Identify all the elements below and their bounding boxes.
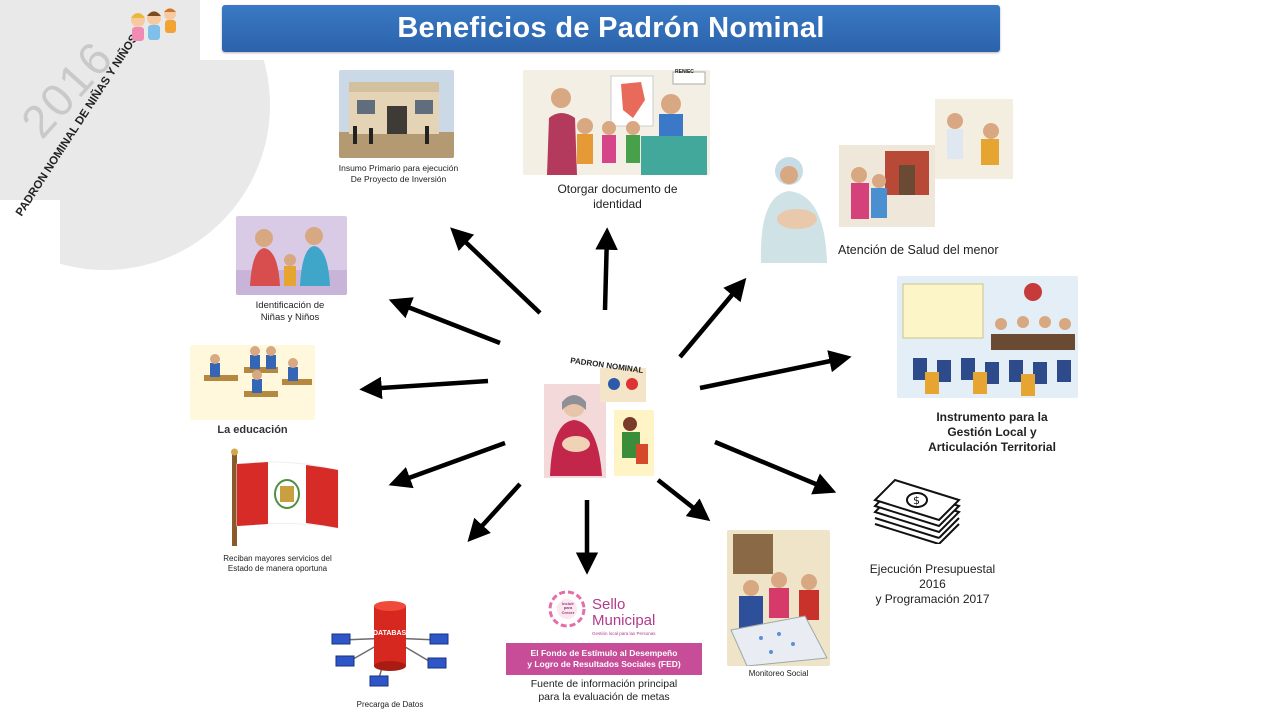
caption-instrumento: Instrumento para la Gestión Local y Arti… [928, 410, 1056, 454]
health-care-illustration-icon [760, 99, 1013, 263]
svg-text:$: $ [913, 494, 920, 507]
benefit-servicios: Reciban mayores servicios del Estado de … [210, 448, 345, 578]
benefit-fuente: Incluir para Crecer Sello Municipal Gest… [504, 588, 704, 713]
kids-logo-icon [131, 8, 176, 41]
identification-illustration-icon [236, 216, 347, 295]
arrow-instrumento [699, 350, 852, 391]
benefit-instrumento: Instrumento para la Gestión Local y Arti… [897, 276, 1079, 466]
hub-illustration-icon [544, 368, 654, 478]
sello-tagline: Gestión local para las Personas [592, 631, 656, 636]
benefit-monitoreo: Monitoreo Social [727, 530, 832, 685]
arrow-insumo [450, 227, 542, 315]
caption-ejecucion: Ejecución Presupuestal 2016 y Programaci… [869, 562, 996, 606]
arrow-salud [678, 277, 747, 359]
arrow-educacion [359, 376, 489, 400]
money-stack-icon: $ [873, 478, 961, 544]
arrow-monitoreo [656, 478, 711, 522]
arrow-identificacion [388, 297, 501, 346]
sello-brand-small: Incluir para Crecer [561, 601, 575, 615]
benefit-precarga: DATABASE Precarga de Datos [315, 598, 465, 713]
arrow-servicios [388, 440, 506, 489]
caption-servicios: Reciban mayores servicios del Estado de … [223, 554, 332, 573]
identity-document-illustration-icon [523, 70, 710, 175]
fed-banner: El Fondo de Estímulo al Desempeño y Logr… [506, 643, 702, 675]
caption-insumo: Insumo Primario para ejecución De Proyec… [338, 163, 459, 184]
incluir-para-crecer-logo-icon [548, 590, 586, 628]
database-icon [331, 601, 449, 687]
corner-mask-left [0, 200, 60, 360]
benefit-educacion: La educación [190, 345, 320, 440]
benefit-salud: Atención de Salud del menor [755, 95, 1030, 265]
caption-educacion: La educación [217, 424, 288, 436]
caption-precarga: Precarga de Datos [356, 700, 424, 709]
arrow-documento [595, 227, 618, 311]
title-banner: Beneficios de Padrón Nominal [222, 5, 1000, 52]
peru-flag-icon [231, 448, 339, 546]
benefit-identificacion: Identificación de Niñas y Niños [236, 216, 348, 331]
fed-banner-text: El Fondo de Estímulo al Desempeño y Logr… [527, 648, 681, 669]
local-management-illustration-icon [897, 276, 1078, 398]
benefit-ejecucion: $ Ejecución Presupuestal 2016 y Programa… [855, 472, 1015, 606]
caption-identificacion: Identificación de Niñas y Niños [255, 300, 325, 323]
caption-documento: Otorgar documento de identidad [557, 182, 678, 211]
caption-salud: Atención de Salud del menor [838, 243, 999, 257]
arrow-precarga [467, 482, 522, 543]
social-monitoring-illustration-icon [727, 530, 830, 666]
caption-monitoreo: Monitoreo Social [748, 669, 809, 678]
school-building-illustration-icon [339, 70, 454, 158]
benefit-documento: Otorgar documento de identidad RENIEC [520, 69, 710, 220]
reniec-label: RENIEC [675, 69, 694, 75]
classroom-illustration-icon [190, 345, 315, 420]
page-title: Beneficios de Padrón Nominal [397, 12, 825, 44]
caption-fuente: Fuente de información principal para la … [530, 678, 678, 704]
hub-padron-nominal: PADRON NOMINAL [540, 356, 656, 480]
sello-brand: Sello Municipal [592, 596, 656, 629]
arrow-ejecucion [714, 439, 837, 495]
database-label: DATABASE [373, 630, 411, 637]
benefit-insumo: Insumo Primario para ejecución De Proyec… [330, 70, 490, 190]
